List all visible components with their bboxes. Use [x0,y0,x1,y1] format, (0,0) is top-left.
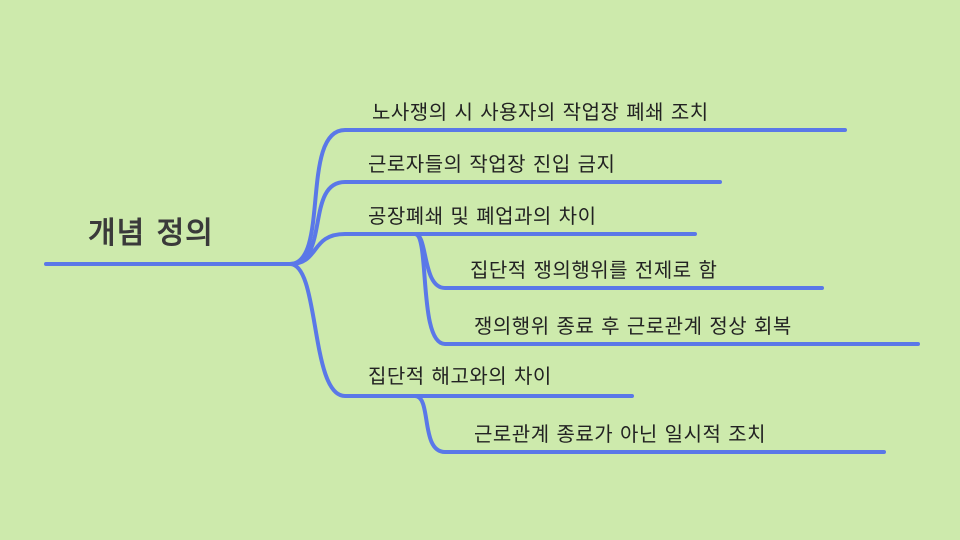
branch-node-2[interactable]: 근로자들의 작업장 진입 금지 [368,152,616,176]
branch-node-1[interactable]: 노사쟁의 시 사용자의 작업장 폐쇄 조치 [372,100,709,124]
child-node-3-2[interactable]: 쟁의행위 종료 후 근로관계 정상 회복 [474,314,792,338]
branch-node-3[interactable]: 공장폐쇄 및 폐업과의 차이 [368,204,597,228]
child-node-4-1[interactable]: 근로관계 종료가 아닌 일시적 조치 [474,422,767,446]
connector-child-4a [413,394,886,454]
child-node-3-1[interactable]: 집단적 쟁의행위를 전제로 함 [470,258,718,282]
connector-branch-1 [288,128,847,266]
connector-branch-4 [288,262,634,398]
root-topic[interactable]: 개념 정의 [88,216,214,251]
branch-node-4[interactable]: 집단적 해고와의 차이 [368,364,552,388]
connector-child-3b [413,232,920,346]
connector-branch-3 [288,232,697,266]
